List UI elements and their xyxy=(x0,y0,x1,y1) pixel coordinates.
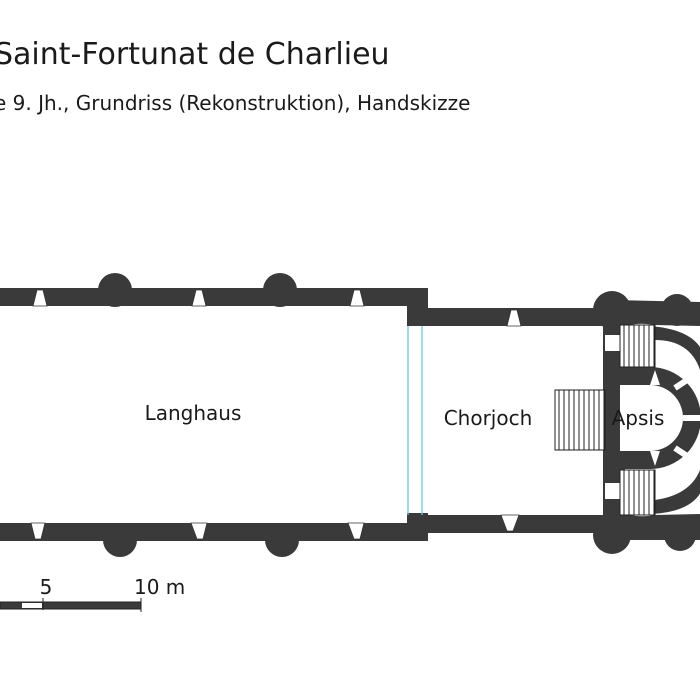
window xyxy=(190,522,208,540)
apse-south-wall xyxy=(612,514,700,540)
buttress xyxy=(98,273,132,307)
plan-subtitle: e 9. Jh., Grundriss (Rekonstruktion), Ha… xyxy=(0,91,470,115)
stairs xyxy=(554,324,656,516)
nave-north-wall xyxy=(0,288,428,306)
north-stair xyxy=(619,324,656,368)
buttress xyxy=(265,523,299,557)
window xyxy=(30,522,46,540)
buttress xyxy=(103,523,137,557)
scale-label-10: 10 m xyxy=(134,575,185,599)
wall-opening xyxy=(605,483,623,499)
window xyxy=(32,289,48,307)
window xyxy=(191,289,207,307)
outer-apse-wall xyxy=(650,326,700,514)
windows xyxy=(30,289,522,540)
scale-label-5: 5 xyxy=(40,575,53,599)
window xyxy=(347,522,365,540)
window xyxy=(500,514,520,532)
plan-title: Saint-Fortunat de Charlieu xyxy=(0,37,390,72)
apse-windows xyxy=(673,375,700,461)
window xyxy=(349,289,365,307)
apse-interior xyxy=(620,385,683,451)
wall-opening xyxy=(605,335,623,351)
room-label-choir: Chorjoch xyxy=(444,406,533,430)
scale-bar: 5 10 m xyxy=(0,575,185,612)
room-label-apse: Apsis xyxy=(612,406,665,430)
apse-north-wall xyxy=(612,300,700,326)
south-stair xyxy=(619,469,656,516)
room-label-nave: Langhaus xyxy=(145,401,242,425)
buttress xyxy=(263,273,297,307)
window xyxy=(506,309,522,327)
altar-steps xyxy=(554,389,606,451)
nave-south-wall xyxy=(0,523,428,541)
